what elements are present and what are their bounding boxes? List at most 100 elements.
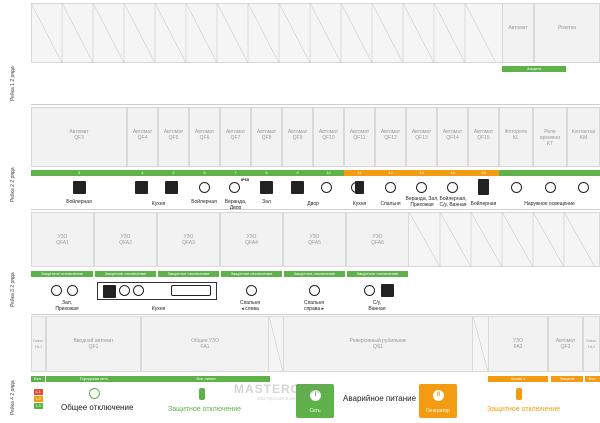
phase-legend-l1: L1: [34, 389, 43, 395]
protect-bar-1: Защитное отключение: [31, 271, 93, 277]
module-qf10-label: Автомат QF10: [318, 129, 339, 141]
module-km: [567, 107, 600, 167]
row-3-title: Рейка 3 2 ряда: [10, 272, 16, 308]
protect-bar-2: Защитное отключение: [95, 271, 156, 277]
watermark-sub: мастерская и ремонт: [257, 396, 307, 402]
module-hl1-label: Ламп. HL1: [33, 338, 44, 349]
bar-outdoor: [499, 170, 600, 176]
module-qfa4-label: УЗО QFA4: [245, 234, 258, 246]
module-qfa1: [31, 212, 94, 267]
heater-icon: [381, 284, 394, 297]
module-qf3-label: Автомат QF3: [69, 129, 89, 141]
generator-icon: II: [433, 390, 444, 401]
generator-label: Генератор: [426, 408, 450, 414]
caption-boiler-1: Бойлерная: [66, 199, 92, 205]
module-hl2-label: Ламп. HL2: [586, 338, 597, 349]
module-qf15-label: Автомат QF15: [473, 129, 494, 141]
bar-11: 11: [344, 170, 375, 176]
module-hl1: [31, 316, 46, 372]
bar-5: 5: [158, 170, 189, 176]
bulb-icon-3: [447, 182, 458, 193]
bar-4: 4: [127, 170, 158, 176]
bar-14: 14: [437, 170, 468, 176]
bar-3: 3: [31, 170, 127, 176]
fridge-icon: [355, 181, 364, 194]
module-qfa1-label: УЗО QFA1: [56, 234, 69, 246]
module-qf13: [406, 107, 437, 167]
socket-icon-kitchen-1: [119, 285, 130, 296]
caption-yard: Двор: [307, 201, 319, 207]
panel-1-empty-slots: [31, 3, 497, 63]
module-qf10: [313, 107, 344, 167]
tv-icon: [260, 181, 273, 194]
clock-icon: [545, 182, 556, 193]
photo-sun-icon: [511, 182, 522, 193]
module-qf1: [46, 316, 141, 372]
caption-veranda-hall: Веранда, Зал, Прихожая: [405, 196, 439, 208]
caption-hall: Зал: [262, 199, 271, 205]
general-off-label: Общее отключение: [61, 403, 134, 412]
panel-1-rozetka-module: [534, 3, 600, 63]
module-qfa5: [283, 212, 346, 267]
module-qfa5-label: УЗО QFA5: [308, 234, 321, 246]
phase-legend-l2: L2: [34, 396, 43, 402]
module-qf6: [189, 107, 220, 167]
module-qf8-label: Автомат QF8: [256, 129, 277, 141]
protect-bar-4: Защитное отключение: [221, 271, 282, 277]
caption-kitchen-3: Кухня: [151, 306, 166, 312]
module-qf7-label: Автомат QF7: [225, 129, 246, 141]
protect-off-left-label: Защитное отключение: [168, 406, 242, 413]
panel-4-gap-2: [473, 316, 488, 372]
socket-strip-icon: [171, 285, 211, 296]
caption-boiler-bath: Бойлерная, С/у, Ванная: [439, 196, 467, 208]
separator-1: [31, 104, 600, 105]
module-qf14-label: Автомат QF14: [442, 129, 463, 141]
module-qf4-label: Автомат QF4: [132, 129, 153, 141]
oven-icon: [165, 181, 178, 194]
protect-off-right-label: Защитное отключение: [487, 406, 561, 413]
module-km-label: Контактор KM: [571, 129, 596, 141]
module-fa2-label: УЗО FA2: [513, 338, 523, 350]
bar-city-network: Городская сеть: [46, 376, 142, 382]
panel-1-avtomat-module: [502, 3, 534, 63]
module-qf2-label: Автомат QF2: [555, 338, 576, 350]
generator-button: [419, 384, 457, 418]
bar-15: 15: [468, 170, 499, 176]
module-qfa2-label: УЗО QFA2: [119, 234, 132, 246]
mains-button: [296, 384, 334, 418]
mains-icon: I: [310, 390, 321, 401]
socket-icon: [199, 182, 210, 193]
bar-10: 10: [313, 170, 344, 176]
module-qs1: [283, 316, 473, 372]
module-kt: [533, 107, 567, 167]
protect-bar-5: Защитное отключение: [284, 271, 345, 277]
ac-wave-icon: [89, 388, 100, 399]
water-heater-icon: [478, 179, 489, 195]
dishwasher-icon: [103, 285, 116, 298]
caption-bedroom-right: Спальня справа ▸: [303, 300, 325, 312]
module-qf13-label: Автомат QF13: [411, 129, 432, 141]
module-qf4: [127, 107, 158, 167]
stove-icon: [135, 181, 148, 194]
panel-3: УЗО QFA1 УЗО QFA2 УЗО QFA3 УЗО QFA4 УЗО …: [31, 212, 600, 317]
module-qfa6-label: УЗО QFA6: [371, 234, 384, 246]
module-kt-label: Реле времени KT: [540, 129, 560, 147]
phase-legend-l3: L3: [34, 403, 43, 409]
socket-icon-kitchen-2: [133, 285, 144, 296]
caption-kitchen-2: Кухня: [352, 201, 367, 207]
module-qfa3-label: УЗО QFA3: [182, 234, 195, 246]
separator-2: [31, 209, 600, 210]
module-qf14: [437, 107, 468, 167]
module-qf9: [282, 107, 313, 167]
bulb-icon-1: [385, 182, 396, 193]
module-qfa3: [157, 212, 220, 267]
row-1-title: Рейка 1 2 ряда: [10, 66, 16, 102]
sun-icon: [321, 182, 332, 193]
bar-8: 8: [251, 170, 282, 176]
protect-bar-6: Защитное отключение: [347, 271, 408, 277]
boiler-icon: [73, 181, 86, 194]
bar-on-left: Вкл.: [31, 376, 45, 382]
ip-tag: IP65: [240, 177, 250, 182]
panel-3-empty-slots: [409, 212, 596, 267]
module-kl-label: Фотореле KL: [504, 129, 528, 141]
